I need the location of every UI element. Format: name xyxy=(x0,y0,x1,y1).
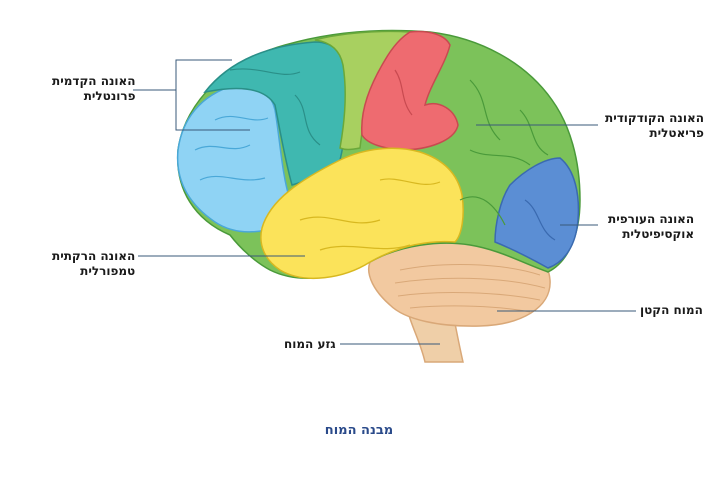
label-occipital-line1: האונה העורפית xyxy=(608,212,695,226)
label-temporal-line2: טמפורלית xyxy=(80,264,136,278)
label-frontal-line1: האונה הקדמית xyxy=(52,74,136,88)
label-temporal-line1: האונה הרקתית xyxy=(52,249,136,263)
temporal-lobe-region xyxy=(260,147,464,280)
label-parietal-lobe: האונה הקודקודית פריאטלית xyxy=(605,111,704,141)
diagram-caption: מבנה המוח xyxy=(324,423,394,438)
label-parietal-line2: פריאטלית xyxy=(649,126,704,140)
label-occipital-line2: אוקסיפיטלית xyxy=(622,227,695,241)
label-occipital-lobe: האונה העורפית אוקסיפיטלית xyxy=(608,212,694,242)
label-temporal-lobe: האונה הרקתית טמפורלית xyxy=(52,249,135,279)
occipital-lobe-region xyxy=(494,157,580,269)
label-brainstem-text: גזע המוח xyxy=(284,337,336,351)
cerebellum-folds xyxy=(394,264,546,313)
label-frontal-line2: פרונטלית xyxy=(83,89,136,103)
label-parietal-line1: האונה הקודקודית xyxy=(605,111,704,125)
brain-gyri-lines xyxy=(194,68,556,251)
label-cerebellum: המוח הקטן xyxy=(640,303,703,318)
sensory-strip-region xyxy=(361,30,459,151)
label-frontal-lobe: האונה הקדמית פרונטלית xyxy=(52,74,136,104)
label-cerebellum-text: המוח הקטן xyxy=(640,303,703,317)
label-brainstem: גזע המוח xyxy=(284,337,336,352)
frontal-teal-region xyxy=(203,41,347,186)
leader-lines xyxy=(133,59,636,345)
